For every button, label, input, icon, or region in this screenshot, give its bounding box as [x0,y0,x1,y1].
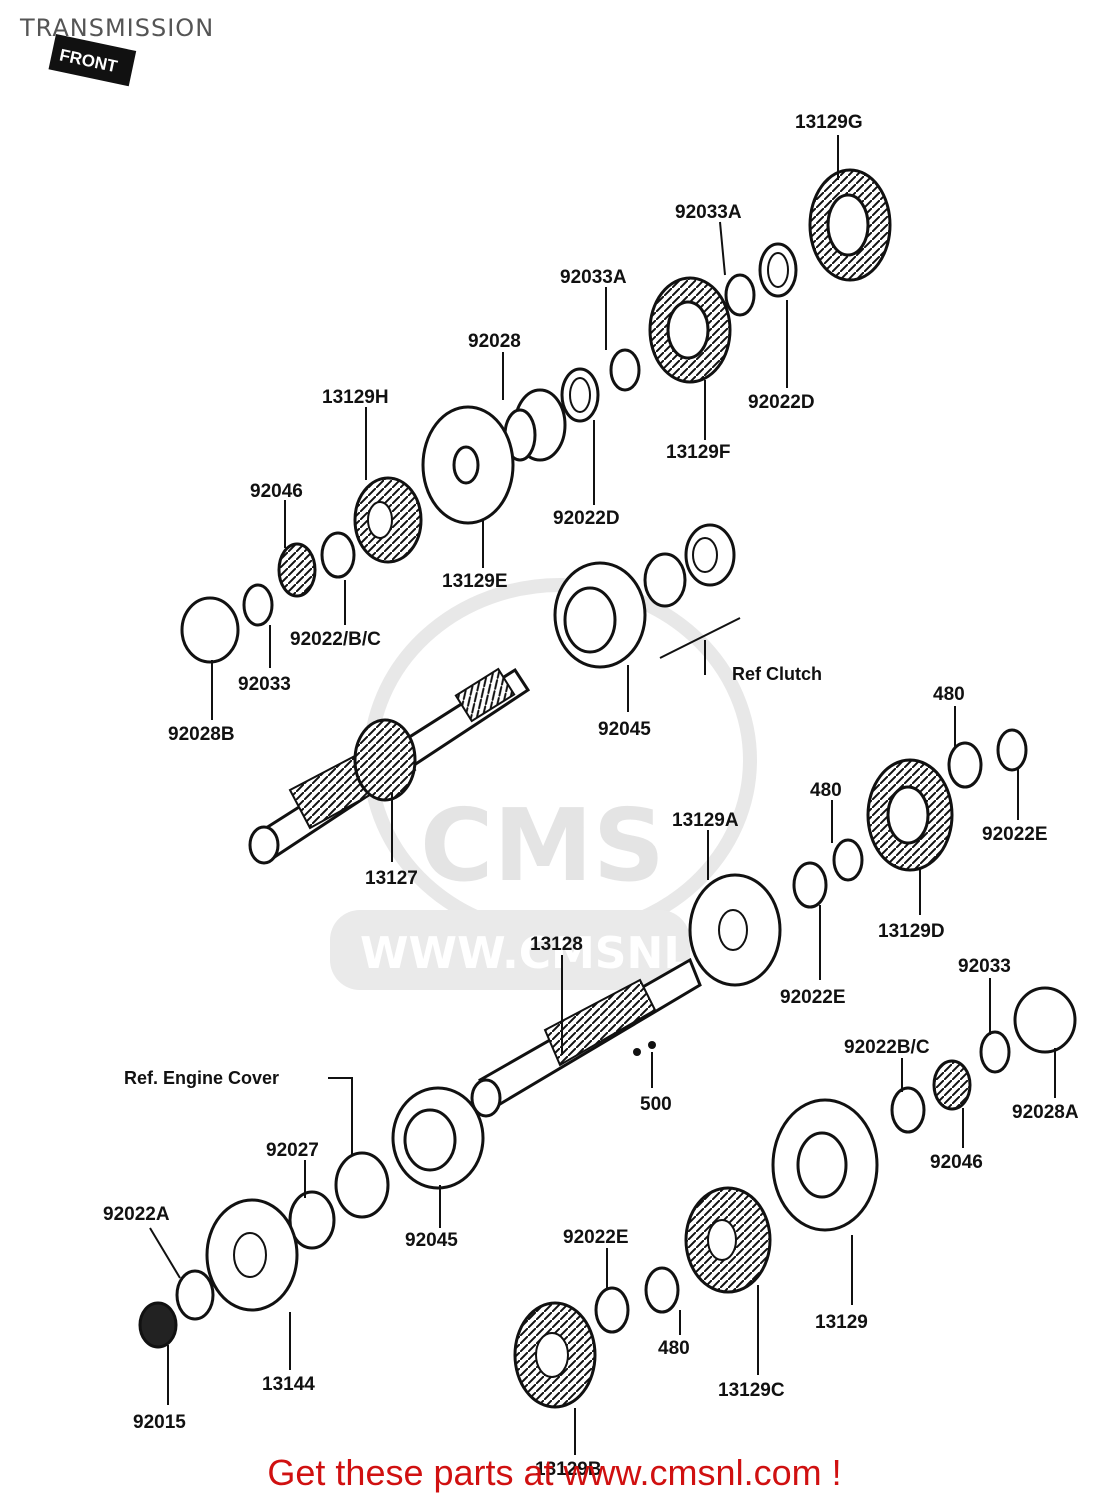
bushing-92028 [503,388,567,462]
washer-92022E-upper [996,728,1028,772]
pin-500 [633,1041,656,1056]
label-13128: 13128 [530,934,583,955]
label-92022E-mid: 92022E [780,987,846,1008]
bearing-92046-upper [277,542,317,598]
bearing-92045-lower [391,1086,485,1190]
promo-link[interactable]: Get these parts at www.cmsnl.com ! [267,1452,842,1493]
label-13127: 13127 [365,868,418,889]
label-92022E-lower: 92022E [563,1227,629,1248]
label-92028B: 92028B [168,724,235,745]
circlip-480-mid [832,838,864,882]
label-92028: 92028 [468,331,521,352]
nut-92015 [138,1301,178,1349]
label-92033A-upper: 92033A [675,202,742,223]
sprocket-13144 [205,1198,299,1312]
gear-13129G [808,168,892,282]
gear-13129H [353,476,423,564]
circlip-92033-lower [979,1030,1011,1074]
label-92046-upper: 92046 [250,481,303,502]
label-13129D: 13129D [878,921,945,942]
washer-92022E-lower [594,1286,630,1334]
drive-shaft-13127 [248,667,531,865]
washer-92022BC-upper [320,531,356,579]
circlip-480-upper [947,741,983,789]
gear-13129 [771,1098,879,1232]
bearing-92046-lower [932,1059,972,1111]
label-13129A: 13129A [672,810,739,831]
ref-clutch-label: Ref Clutch [732,664,822,684]
page-title: TRANSMISSION [20,14,215,42]
washer-92022A [175,1269,215,1321]
label-13144: 13144 [262,1374,315,1395]
circlip-92033A-upper [724,273,756,317]
label-92046-lower: 92046 [930,1152,983,1173]
gear-13129B [513,1301,597,1409]
collar-92027 [288,1190,336,1250]
label-92022E-upper: 92022E [982,824,1048,845]
label-13129F: 13129F [666,442,730,463]
washer-92022E-mid [792,861,828,909]
label-92045-lower: 92045 [405,1230,458,1251]
label-92033-upper: 92033 [238,674,291,695]
front-tag: FRONT [48,34,137,87]
washer-92022D-upper [758,242,798,298]
washer-92022BC-lower [890,1086,926,1134]
bearing-92045-upper [553,561,647,669]
output-shaft-13128 [470,957,702,1118]
label-92022D-upper: 92022D [748,392,815,413]
label-480-mid: 480 [810,780,842,801]
bushing-92028A [1013,986,1077,1054]
circlip-92033A-lower [609,348,641,392]
gear-13129A [688,873,782,987]
label-92033A-lower: 92033A [560,267,627,288]
gear-13129F [648,276,732,384]
label-500: 500 [640,1094,672,1115]
part-labels: 13129G 92033A 92033A 92028 13129H 92022D… [103,112,1079,1480]
label-92027: 92027 [266,1140,319,1161]
label-480-lower: 480 [658,1338,690,1359]
label-92033-lower: 92033 [958,956,1011,977]
label-92045-upper: 92045 [598,719,651,740]
ref-engine-cover-label: Ref. Engine Cover [124,1068,279,1088]
gear-13129C [684,1186,772,1294]
label-13129C: 13129C [718,1380,785,1401]
label-13129G: 13129G [795,112,863,133]
gear-13129D [866,758,954,872]
label-480-upper: 480 [933,684,965,705]
label-13129H: 13129H [322,387,389,408]
seal-engine-cover [334,1151,390,1219]
circlip-92033-upper [242,583,274,627]
clutch-ref-rings [643,523,736,608]
watermark-brand: CMS [420,787,665,904]
label-92022BC-upper: 92022/B/C [290,629,381,650]
label-92028A: 92028A [1012,1102,1079,1123]
leader-lines [149,135,1056,1455]
label-13129E: 13129E [442,571,508,592]
gear-13129E [421,405,515,525]
circlip-480-lower [644,1266,680,1314]
label-92022BC-lower: 92022B/C [844,1037,930,1058]
label-92022A: 92022A [103,1204,170,1225]
label-13129: 13129 [815,1312,868,1333]
label-13129B: 13129B [535,1459,602,1480]
bushing-92028B [180,596,240,664]
label-92022D-lower: 92022D [553,508,620,529]
label-92015: 92015 [133,1412,186,1433]
washer-92022D-lower [560,367,600,423]
